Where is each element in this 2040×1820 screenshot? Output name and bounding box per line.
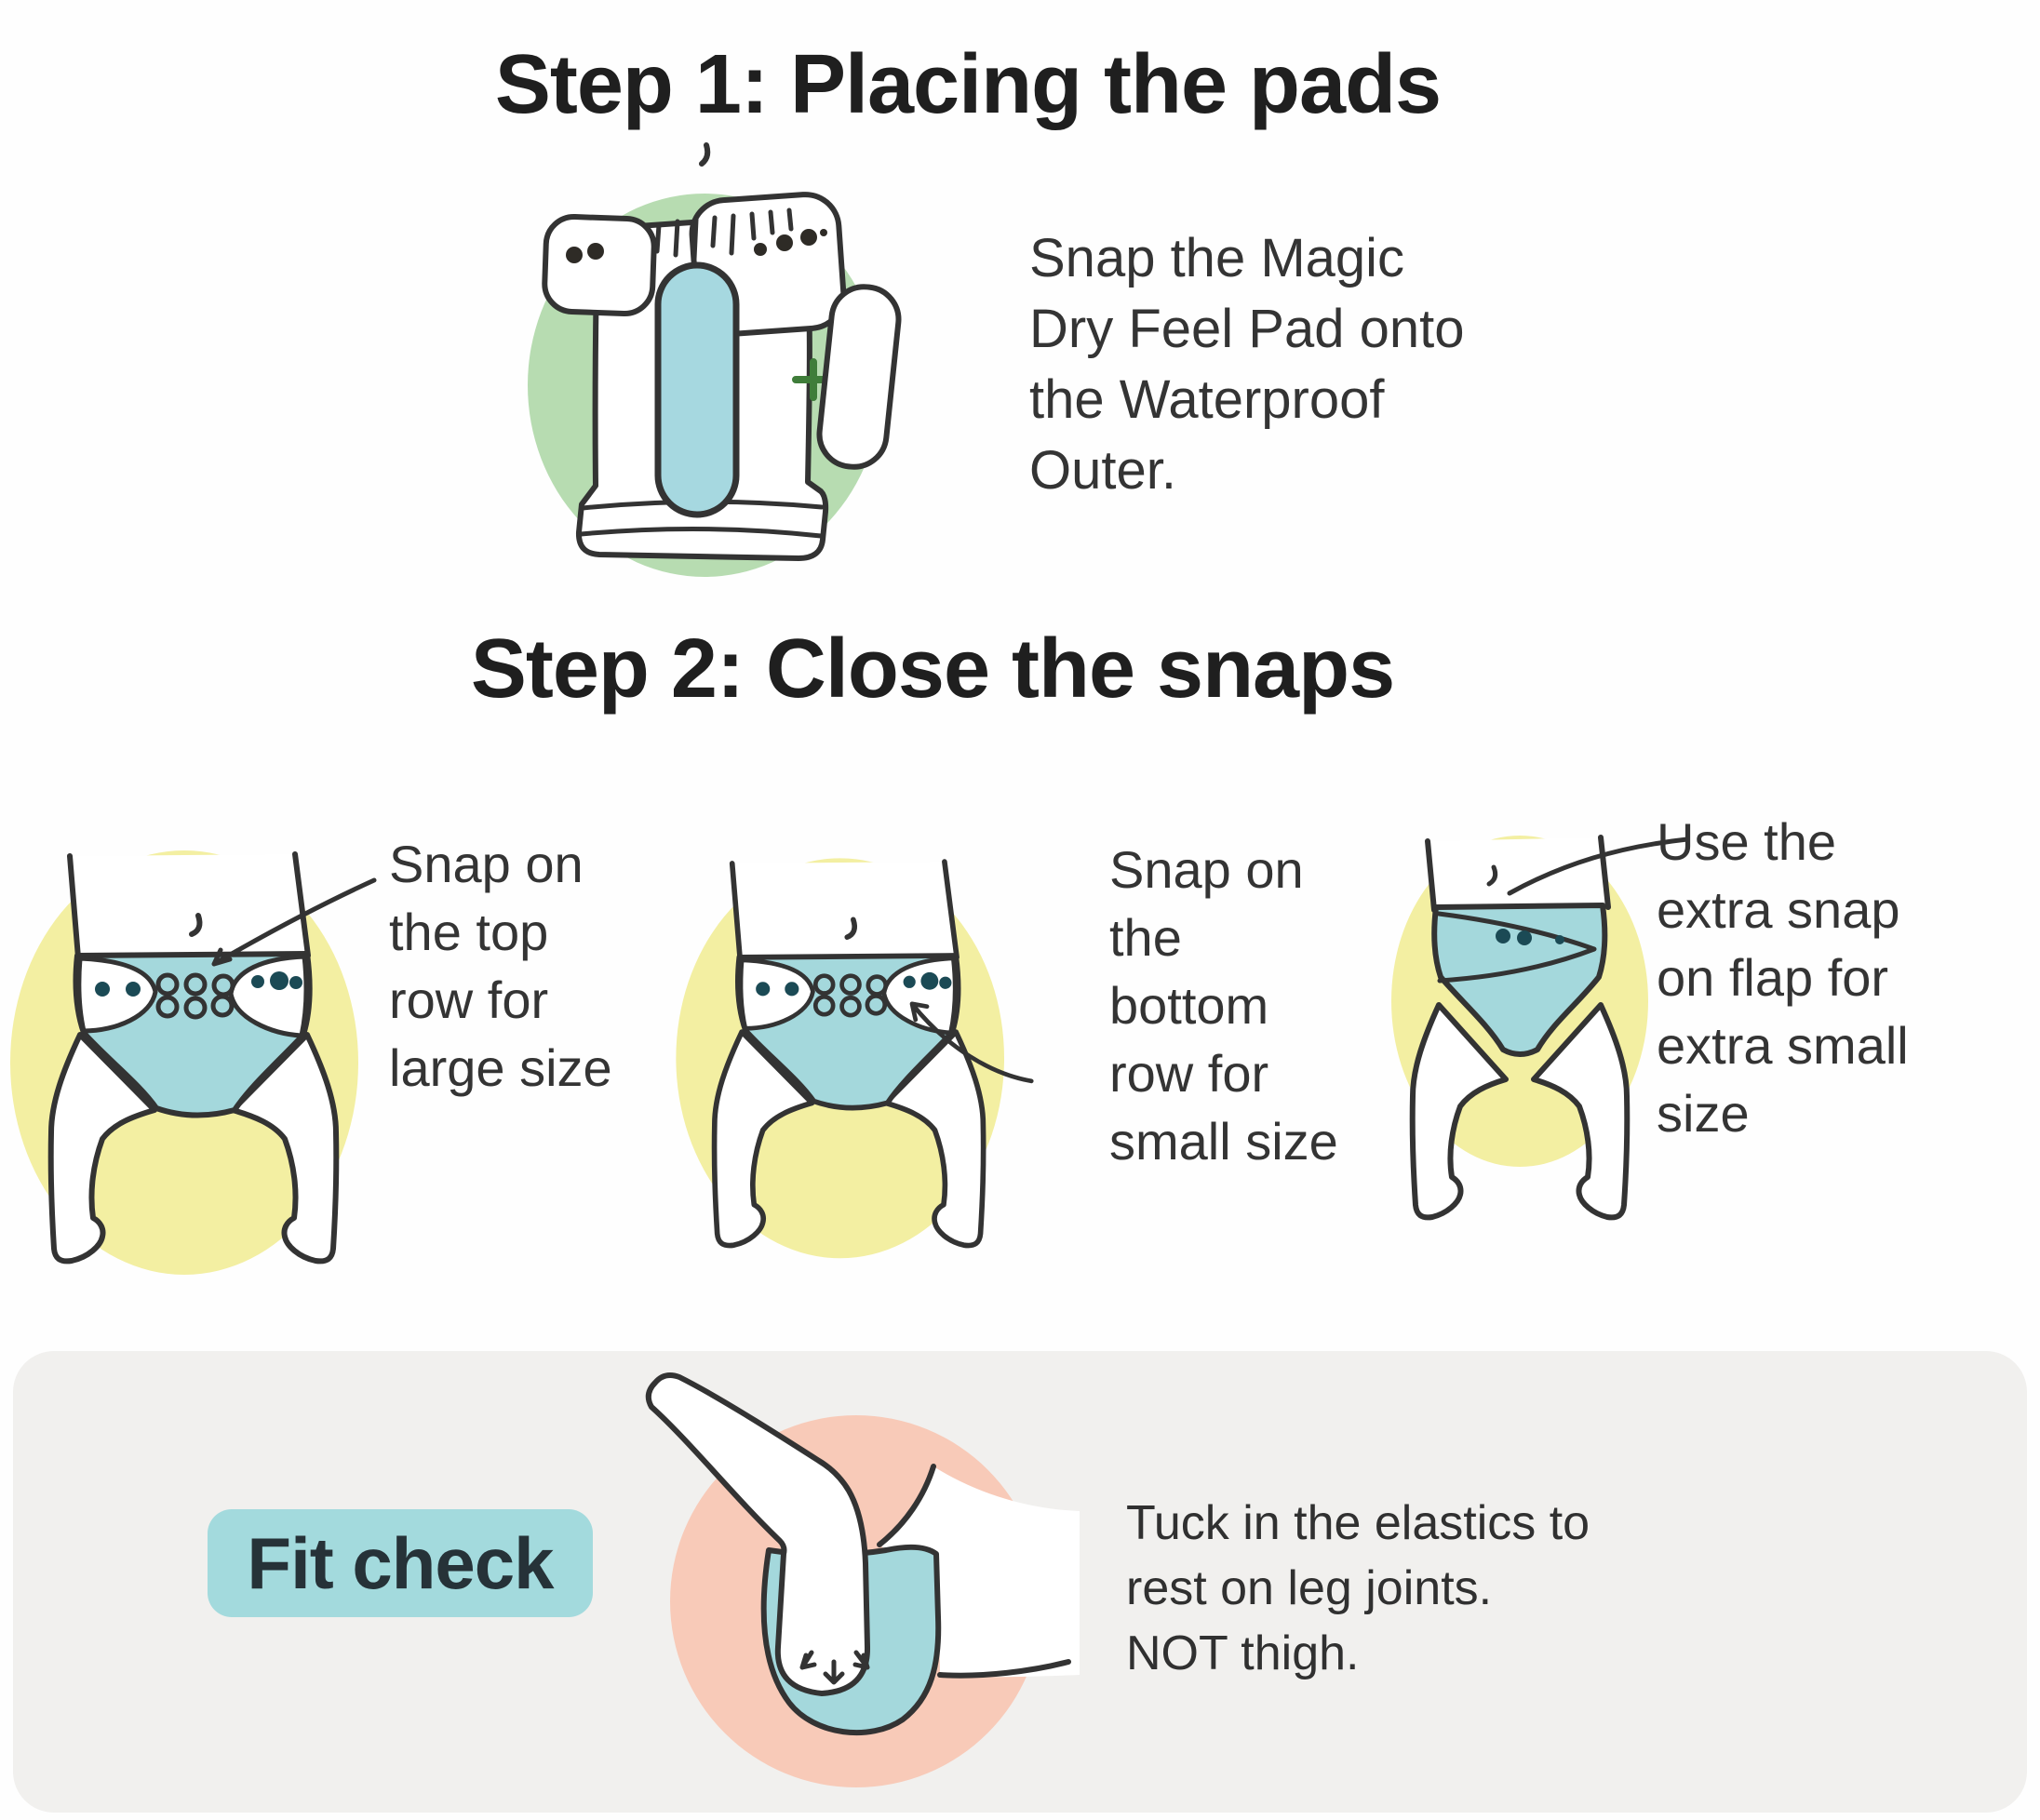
tuck-direction-arrows [799,1650,870,1685]
baby-left-leg [1409,1002,1509,1221]
body-bottom-line [937,1659,1071,1679]
flap-snap-dots [756,971,952,997]
baby-torso [1428,837,1608,910]
belly-button-mark [844,917,858,941]
belly-button-mark [189,913,203,937]
baby-torso-lines [67,851,311,960]
baby-torso-lines [1425,835,1611,913]
diaper-left-flap [76,956,158,1034]
baby-left-leg [711,1029,815,1249]
left-wing-snaps [566,243,604,263]
step1-title: Step 1: Placing the pads [494,38,1442,131]
baby-torso [731,862,958,959]
fit-check-label: Fit check [247,1521,554,1604]
waterproof-outer-pad [816,284,902,470]
hip-crease-line [877,1464,936,1547]
panel-caption-extra-small: Use the extra snap on flap for extra sma… [1657,812,1909,1143]
baby-right-leg [882,1029,986,1249]
baby-torso [70,854,308,957]
leg-tuck-illustration [645,1372,1080,1787]
back-elastic-ruffles [654,207,794,261]
bent-leg [645,1372,871,1696]
baby-torso-lines [729,859,960,962]
baby-hip-body [879,1466,1080,1678]
flap-snap-dots [1496,929,1564,945]
baby-large-size-illustration [10,850,377,1275]
snap-rings-bottom-row [155,994,235,1020]
diaper-left-flap [738,957,815,1031]
top-row-arrow [211,877,377,967]
baby-extra-small-size-illustration [1391,835,1689,1221]
magic-dry-feel-pad [654,261,740,518]
belly-button-mark [1486,864,1498,887]
sprout-mark [699,142,711,167]
fit-check-badge: Fit check [208,1509,593,1617]
flap-callout-line [1507,836,1689,896]
diaper-left-wing [542,214,657,316]
flap-snap-dots [95,971,302,997]
extra-snap-flap-edge [1436,911,1597,984]
step2-title: Step 2: Close the snaps [470,622,1395,716]
panel-caption-small: Snap on the bottom row for small size [1109,840,1338,1171]
diaper-open-with-pad-illustration [528,142,902,577]
fit-check-note: Tuck in the elastics to rest on leg join… [1126,1496,1590,1680]
panel-caption-large: Snap on the top row for large size [389,835,612,1097]
baby-right-leg [230,1032,340,1265]
snap-rings-bottom-row [812,994,888,1018]
bottom-row-arrow [909,1001,1034,1084]
baby-small-size-illustration [676,858,1034,1259]
baby-left-leg [47,1032,157,1265]
step1-caption: Snap the Magic Dry Feel Pad onto the Wat… [1029,228,1465,501]
baby-right-leg [1531,1002,1631,1221]
right-wing-snaps [754,229,827,256]
